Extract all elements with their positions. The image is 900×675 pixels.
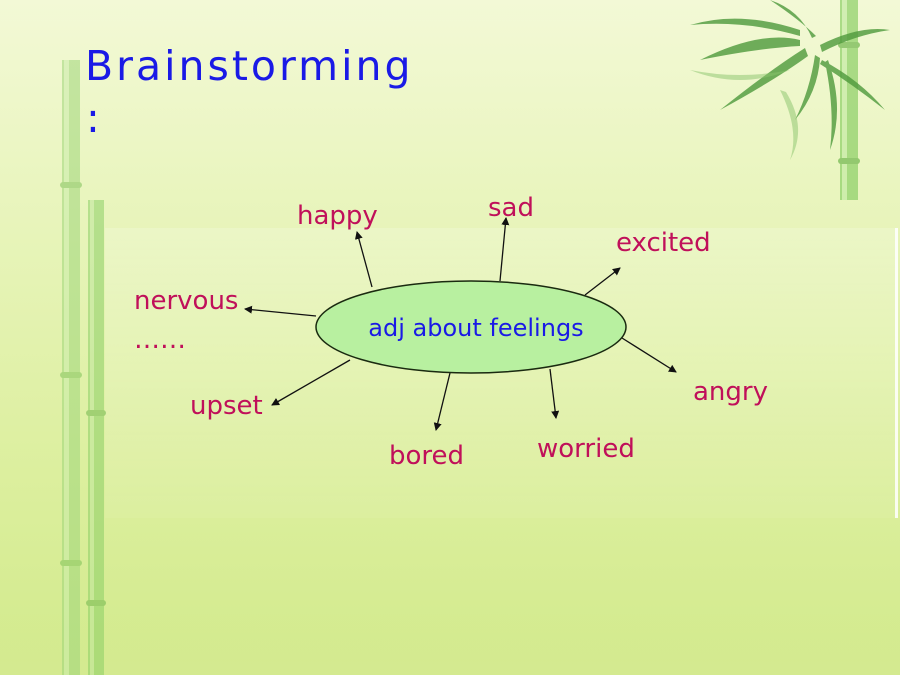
word-bored: bored bbox=[389, 441, 464, 471]
bamboo-stalk-icon bbox=[60, 60, 106, 675]
content-panel bbox=[105, 228, 898, 518]
word-excited: excited bbox=[616, 228, 711, 258]
connector-happy bbox=[354, 231, 373, 288]
connector-bored bbox=[433, 372, 451, 431]
word-angry: angry bbox=[693, 377, 768, 407]
connector-worried bbox=[549, 368, 560, 419]
bamboo-stalk-icon bbox=[838, 0, 860, 200]
word-nervous: nervous bbox=[134, 286, 238, 316]
title-colon: : bbox=[86, 94, 100, 142]
bamboo-leaves-icon bbox=[690, 0, 890, 150]
connector-excited bbox=[584, 267, 621, 296]
connector-sad bbox=[499, 217, 510, 282]
connector-angry bbox=[621, 337, 677, 373]
connector-upset bbox=[271, 359, 351, 406]
word-ellipsis: …… bbox=[134, 325, 186, 355]
slide-title: Brainstorming bbox=[85, 42, 414, 90]
word-worried: worried bbox=[537, 434, 635, 464]
word-upset: upset bbox=[190, 391, 263, 421]
bottom-band bbox=[0, 610, 900, 675]
word-happy: happy bbox=[297, 201, 378, 231]
connector-nervous bbox=[244, 305, 317, 317]
word-sad: sad bbox=[488, 193, 534, 223]
center-node bbox=[315, 280, 627, 374]
center-label: adj about feelings bbox=[368, 314, 583, 342]
